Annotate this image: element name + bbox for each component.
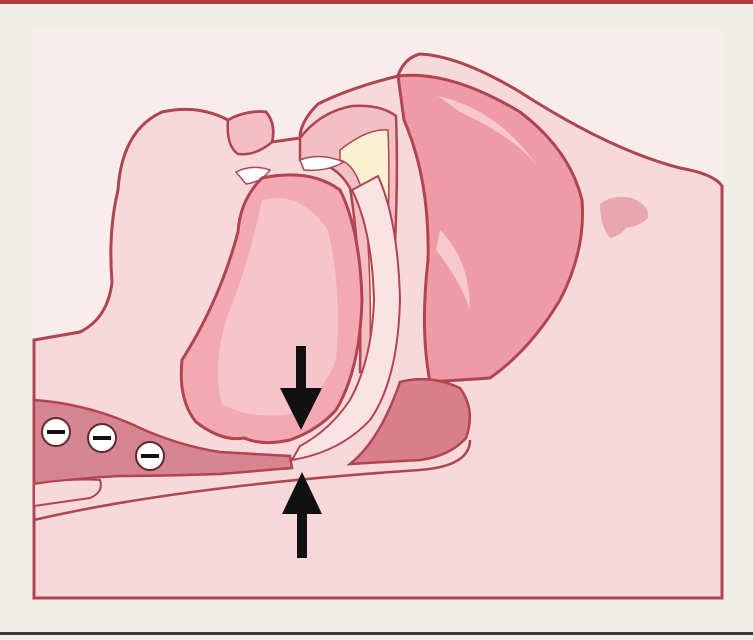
bottom-rule <box>0 632 753 635</box>
negative-pressure-symbol-2 <box>88 424 116 452</box>
negative-pressure-symbol-1 <box>42 418 70 446</box>
negative-pressure-symbol-3 <box>136 442 164 470</box>
upper-lip <box>228 112 273 155</box>
